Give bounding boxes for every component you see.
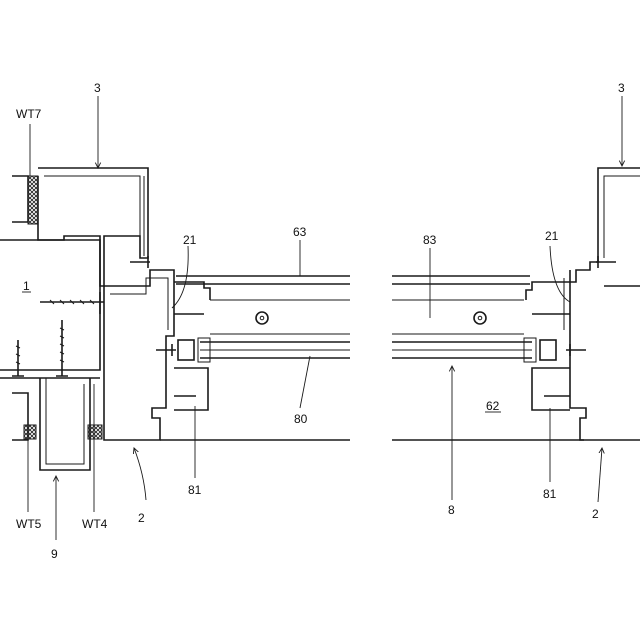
screw-upper-right xyxy=(596,256,616,268)
spacer-block-right xyxy=(540,340,556,360)
wall-member-1 xyxy=(0,240,100,370)
main-frame-2-right xyxy=(526,270,640,440)
tape-wt7 xyxy=(28,176,38,224)
upper-wall-block xyxy=(12,176,28,222)
main-frame-right-profile xyxy=(570,270,640,440)
label-21-left: 21 xyxy=(183,233,197,247)
upper-frame-3-right xyxy=(570,168,640,286)
reference-labels: WT7 3 3 21 21 63 83 1 62 80 8 81 81 2 2 … xyxy=(16,81,625,561)
channel-9-outer xyxy=(40,378,90,470)
vertical-screw-2 xyxy=(56,320,68,376)
glazing-right xyxy=(392,276,584,440)
fasteners-left xyxy=(12,256,176,376)
leader-2-left xyxy=(134,448,146,500)
leader-lines xyxy=(22,96,622,540)
label-63: 63 xyxy=(293,225,307,239)
label-21-right: 21 xyxy=(545,229,559,243)
label-81-right: 81 xyxy=(543,487,557,501)
main-frame-profile xyxy=(104,270,174,440)
screw-head-dot-right xyxy=(478,316,482,320)
frame-fin-21-right xyxy=(526,282,570,314)
upper-frame-profile xyxy=(38,168,148,286)
label-2-left: 2 xyxy=(138,511,145,525)
upper-frame-right-profile xyxy=(570,168,640,282)
upper-frame-right-inner xyxy=(604,176,640,258)
channel-9-inner xyxy=(46,378,84,464)
label-81-left: 81 xyxy=(188,483,202,497)
frame-fin-lower-right xyxy=(532,368,570,410)
label-9: 9 xyxy=(51,547,58,561)
label-62: 62 xyxy=(486,399,500,413)
screw-head-left xyxy=(256,312,268,324)
label-83: 83 xyxy=(423,233,437,247)
long-screw xyxy=(40,292,104,314)
upper-frame-inner-line xyxy=(44,176,140,244)
label-wt4: WT4 xyxy=(82,517,108,531)
label-wt5: WT5 xyxy=(16,517,42,531)
leader-80 xyxy=(300,356,310,408)
leader-2-right xyxy=(598,448,602,502)
label-1: 1 xyxy=(23,279,30,293)
upper-frame-3-left xyxy=(38,168,148,286)
screw-head-dot-left xyxy=(260,316,264,320)
label-2-right: 2 xyxy=(592,507,599,521)
screw-head-right xyxy=(474,312,486,324)
spacer-block-left xyxy=(178,340,194,360)
label-wt7: WT7 xyxy=(16,107,42,121)
label-8: 8 xyxy=(448,503,455,517)
label-80: 80 xyxy=(294,412,308,426)
label-3-right: 3 xyxy=(618,81,625,95)
channel-9 xyxy=(0,378,100,470)
label-3-left: 3 xyxy=(94,81,101,95)
left-wall-assembly xyxy=(0,176,102,440)
frame-fin-lower xyxy=(174,368,208,410)
leader-21-right xyxy=(550,246,570,302)
tape-wt5 xyxy=(24,425,36,439)
screw-right xyxy=(566,344,586,356)
glazing-left xyxy=(160,276,350,440)
